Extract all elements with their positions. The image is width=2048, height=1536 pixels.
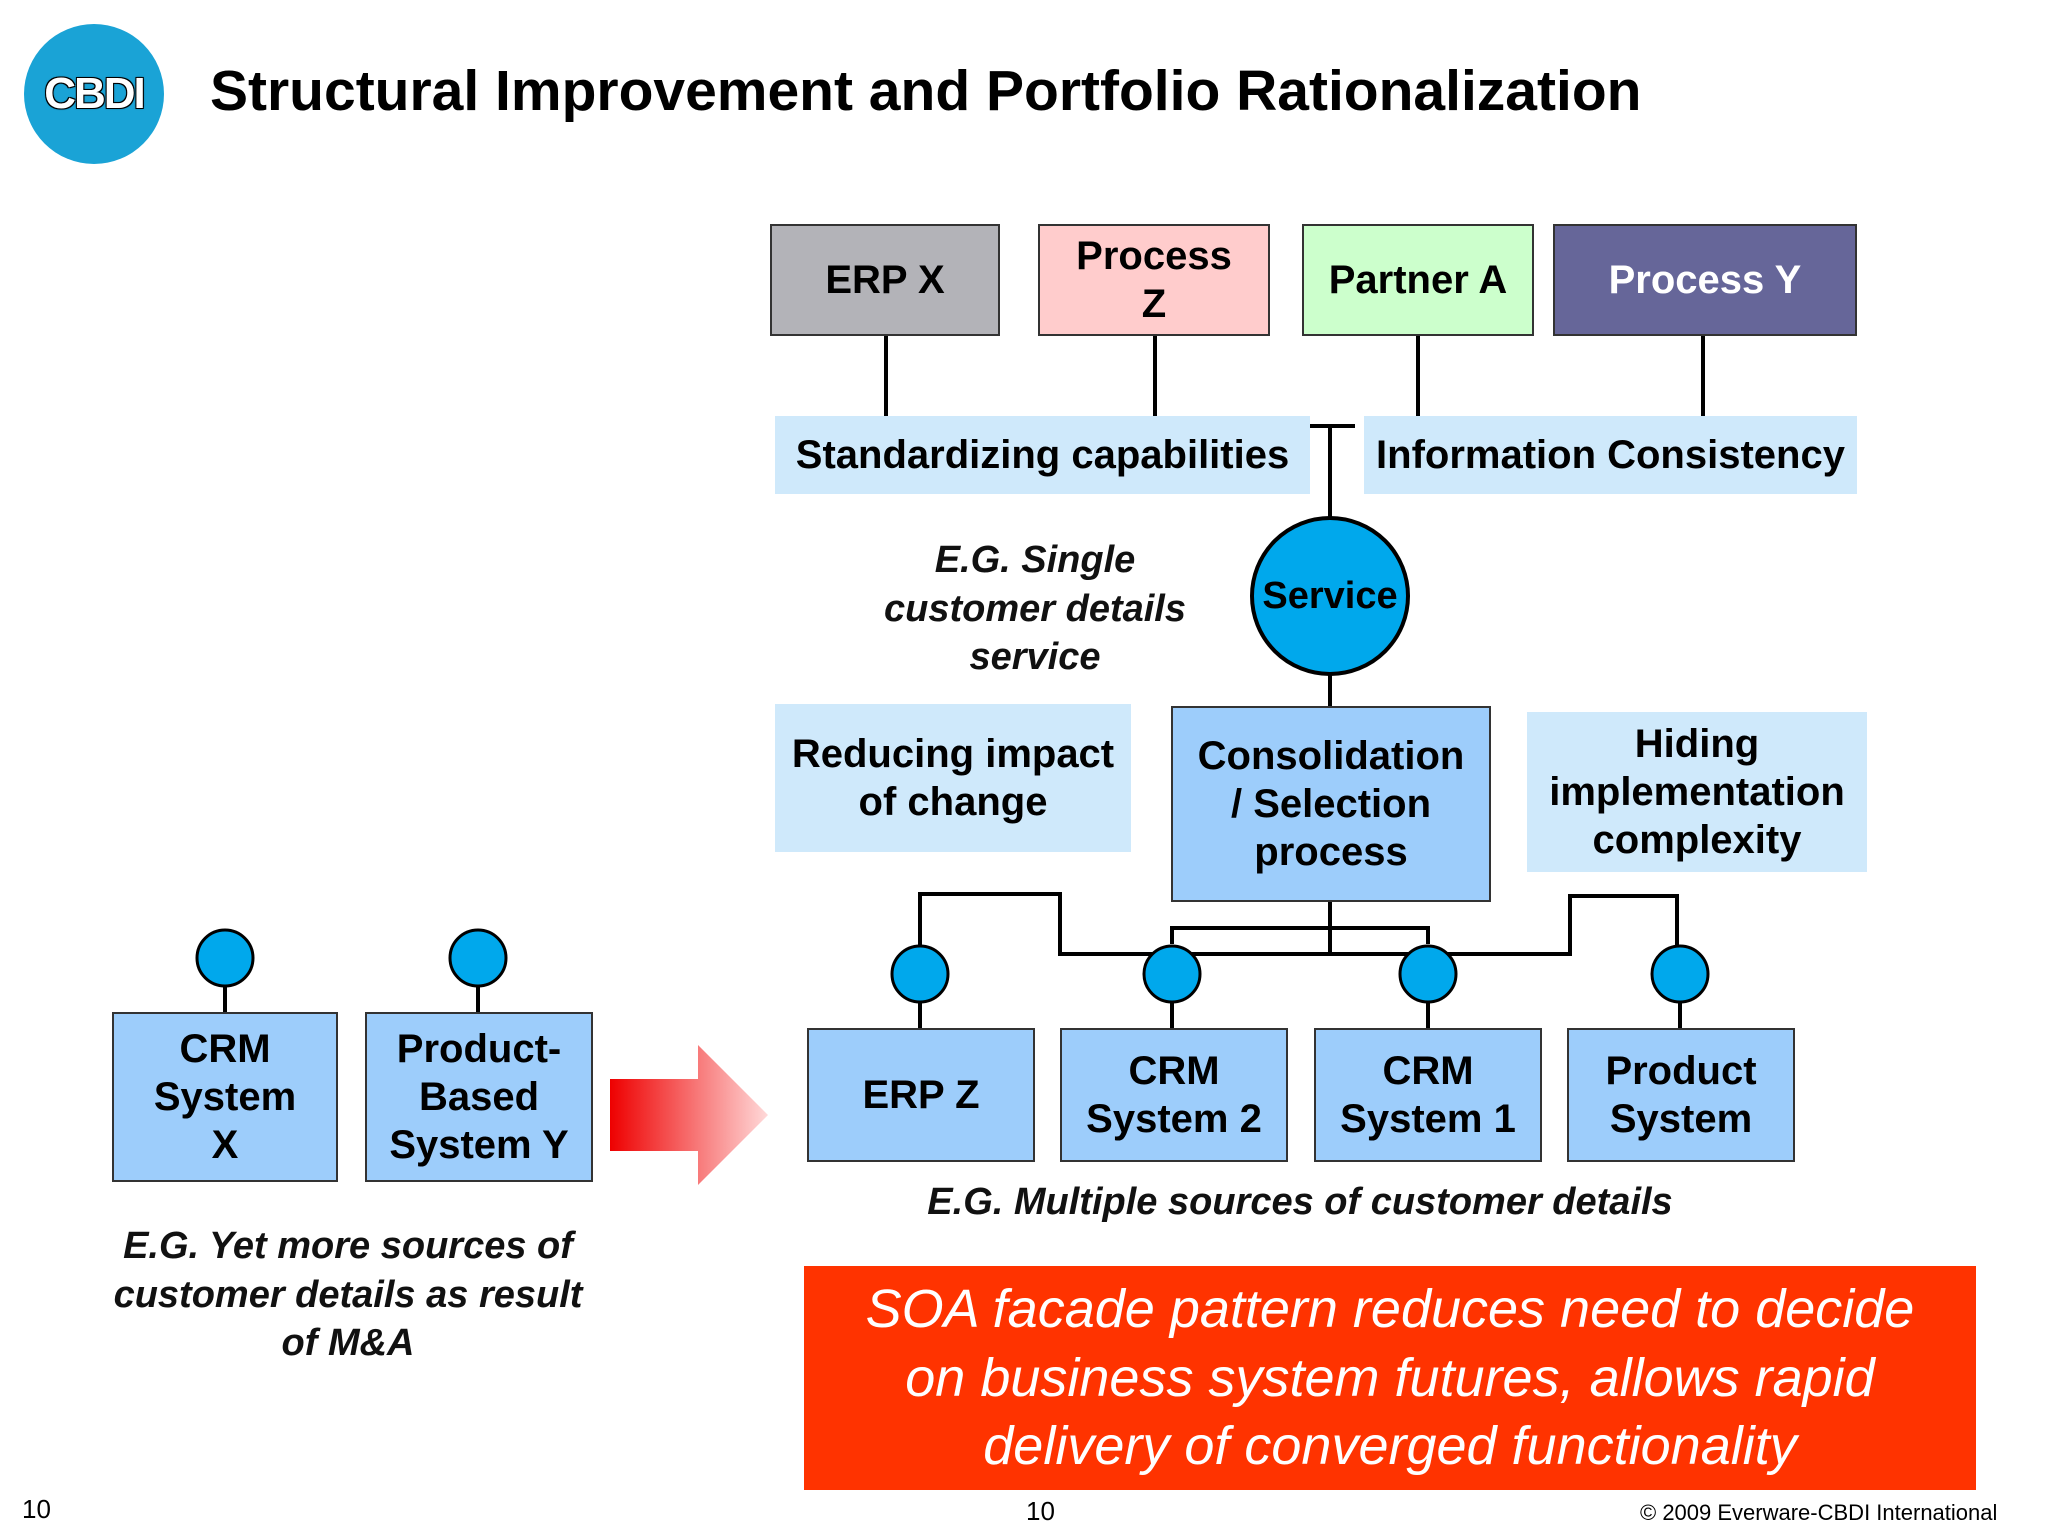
information-consistency-label: Information Consistency [1376, 433, 1845, 477]
soa-facade-banner: SOA facade pattern reduces need to decid… [804, 1266, 1976, 1490]
crm-system-1-box: CRM System 1 [1314, 1028, 1542, 1162]
consolidation-box: Consolidation / Selection process [1171, 706, 1491, 902]
banner-text: SOA facade pattern reduces need to decid… [865, 1279, 1915, 1477]
standardizing-capabilities-bar: Standardizing capabilities [775, 416, 1310, 494]
standardizing-capabilities-label: Standardizing capabilities [795, 433, 1290, 477]
process-z-label: Process Z [1076, 234, 1232, 326]
erp-x-box: ERP X [770, 224, 1000, 336]
page-title: Structural Improvement and Portfolio Rat… [210, 59, 1642, 123]
erp-z-label: ERP Z [862, 1073, 980, 1117]
product-based-system-y-label: Product-Based System Y [389, 1027, 569, 1167]
service-note: E.G. Single customer details service [884, 539, 1186, 679]
page-number-left: 10 [22, 1494, 51, 1524]
information-consistency-bar: Information Consistency [1364, 416, 1857, 494]
erp-x-label: ERP X [825, 258, 945, 302]
cbdi-logo [24, 24, 164, 164]
crm-system-2-label: CRM System 2 [1086, 1049, 1262, 1141]
consolidation-label: Consolidation / Selection process [1197, 734, 1465, 874]
crm-system-x-box: CRM System X [112, 1012, 338, 1182]
partner-a-box: Partner A [1302, 224, 1534, 336]
product-system-box: Product System [1567, 1028, 1795, 1162]
hiding-complexity-label: Hiding implementation complexity [1549, 722, 1845, 862]
page-number-center: 10 [1026, 1496, 1055, 1526]
copyright-text: © 2009 Everware-CBDI International [1640, 1500, 1998, 1525]
erp-z-box: ERP Z [807, 1028, 1035, 1162]
crm-system-2-box: CRM System 2 [1060, 1028, 1288, 1162]
process-z-box: Process Z [1038, 224, 1270, 336]
process-y-box: Process Y [1553, 224, 1857, 336]
hiding-complexity-box: Hiding implementation complexity [1527, 712, 1867, 872]
right-note: E.G. Multiple sources of customer detail… [927, 1181, 1673, 1223]
reducing-impact-box: Reducing impact of change [775, 704, 1131, 852]
crm-system-x-label: CRM System X [153, 1027, 297, 1167]
reducing-impact-label: Reducing impact of change [791, 732, 1115, 824]
product-based-system-y-box: Product-Based System Y [365, 1012, 593, 1182]
logo-text: CBDI [44, 69, 146, 118]
crm-system-1-label: CRM System 1 [1340, 1049, 1516, 1141]
product-system-label: Product System [1605, 1049, 1757, 1141]
left-note: E.G. Yet more sources of customer detail… [113, 1225, 583, 1365]
process-y-label: Process Y [1608, 258, 1802, 302]
partner-a-label: Partner A [1328, 258, 1508, 302]
service-label: Service [1262, 574, 1398, 617]
